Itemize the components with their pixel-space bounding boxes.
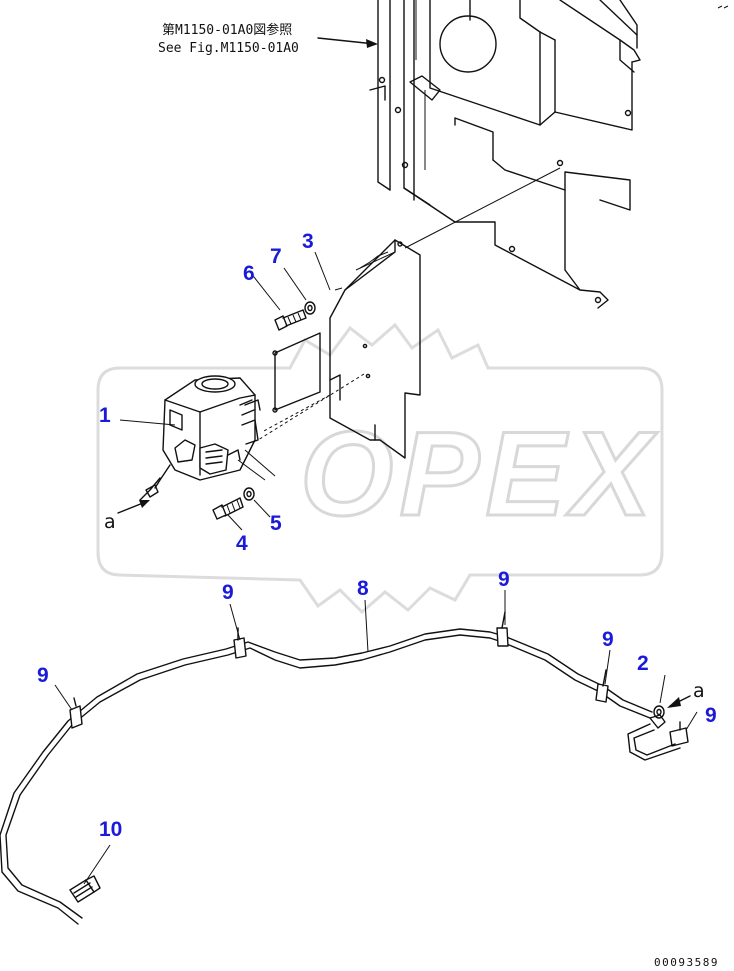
document-number: 00093589 xyxy=(654,956,719,969)
callouts: 1 2 3 4 5 6 7 8 9 9 9 9 9 10 xyxy=(37,230,717,841)
callout-8: 8 xyxy=(357,577,369,600)
callout-5: 5 xyxy=(270,512,282,535)
callout-9b: 9 xyxy=(222,581,234,604)
cab-structure xyxy=(369,0,641,309)
connection-a-left: a xyxy=(104,500,150,533)
bolt-lower xyxy=(212,497,244,520)
washer-tank xyxy=(139,375,261,501)
reference-note: 第M1150-01A0図参照 See Fig.M1150-01A0 xyxy=(158,22,378,56)
alignment-line-1 xyxy=(257,373,365,441)
connection-a-right: a xyxy=(667,680,705,708)
callout-1: 1 xyxy=(99,404,111,427)
reference-note-jp: 第M1150-01A0図参照 xyxy=(162,22,292,38)
callout-6: 6 xyxy=(243,262,255,285)
corner-mark xyxy=(717,5,729,9)
washer-hose xyxy=(0,628,653,925)
callout-9e: 9 xyxy=(705,704,717,727)
alignment-line-2 xyxy=(261,394,331,433)
callout-9c: 9 xyxy=(498,568,510,591)
callout-2: 2 xyxy=(637,652,649,675)
washer-upper xyxy=(304,301,316,315)
leader-tank-bolt xyxy=(237,459,266,481)
callout-9d: 9 xyxy=(602,628,614,651)
callout-9a: 9 xyxy=(37,664,49,687)
clamp-4 xyxy=(595,669,609,703)
connection-letter-left: a xyxy=(104,511,116,533)
washer-lower xyxy=(243,487,255,501)
callout-7: 7 xyxy=(270,245,282,268)
leader-lines xyxy=(54,251,698,885)
clamp-3 xyxy=(496,611,509,647)
clamp-1 xyxy=(69,697,83,729)
reference-arrow xyxy=(317,37,376,45)
watermark-logo: OPEX xyxy=(96,322,664,615)
mounting-bracket xyxy=(329,167,561,459)
callout-4: 4 xyxy=(236,532,248,555)
callout-10: 10 xyxy=(99,818,122,841)
callout-3: 3 xyxy=(302,230,314,253)
watermark-text: OPEX xyxy=(300,407,658,541)
nozzle xyxy=(69,875,101,903)
clamp-2 xyxy=(233,627,247,659)
clamp-5 xyxy=(669,721,689,747)
gasket-plate xyxy=(272,332,321,413)
hose-loop xyxy=(627,714,681,761)
reference-note-en: See Fig.M1150-01A0 xyxy=(158,41,299,56)
bolt-upper xyxy=(274,309,307,331)
leader-tank-washer xyxy=(244,449,276,477)
washer-right xyxy=(653,705,665,719)
connection-letter-right: a xyxy=(693,680,705,702)
